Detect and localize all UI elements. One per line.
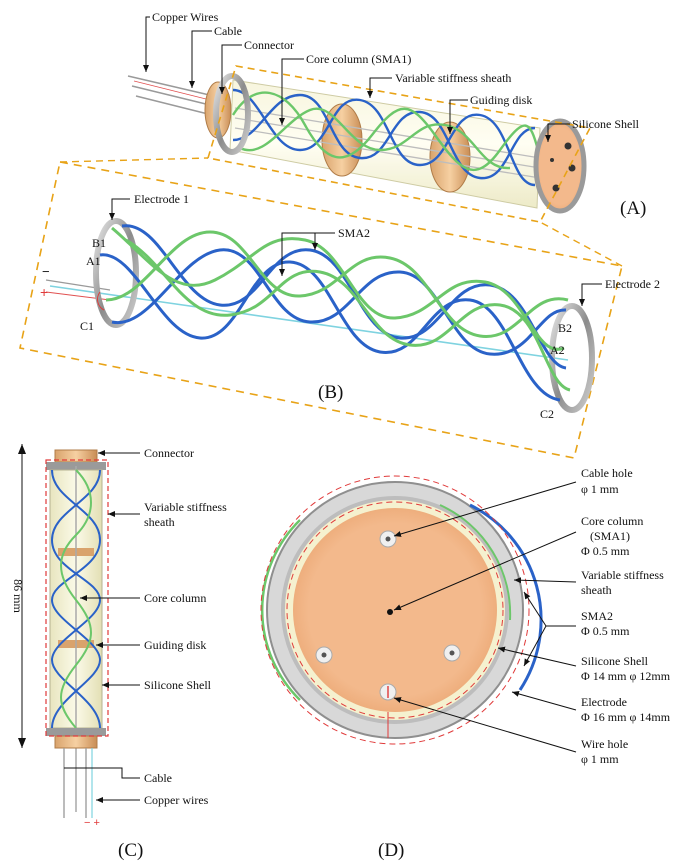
panel-b-electrode-1 [93,218,139,328]
label-electrode-1: Electrode 1 [134,192,189,206]
panel-a-sma2-blue-2 [232,93,536,180]
label-cable-hole-1: Cable hole [581,466,633,480]
label-silicone-shell-a: Silicone Shell [572,117,640,131]
panel-d-letter: (D) [378,840,404,861]
label-sheath-d-1: Variable stiffness [581,568,664,582]
label-core-column-a: Core column (SMA1) [306,52,411,66]
panel-d-cable-hole-right [443,644,461,662]
panel-c-sma2-blue [50,469,102,729]
label-electrode-d-1: Electrode [581,695,627,709]
panel-d-dashed-outer [260,475,530,745]
label-cable-hole-2: φ 1 mm [581,482,619,496]
label-electrode-d-2: Φ 16 mm φ 14mm [581,710,671,724]
label-wire-hole-1: Wire hole [581,737,628,751]
panel-b-letter: (B) [318,382,343,403]
panel-c-bottom-ring [46,728,106,736]
label-shell-d-1: Silicone Shell [581,654,649,668]
label-a2: A2 [550,343,565,357]
panel-a-hole-3 [552,184,560,192]
label-plus-b: + [40,284,48,300]
panel-b-angle-mark [97,291,105,311]
panel-b-link-right [539,221,623,267]
label-guiding-disk-a: Guiding disk [470,93,532,107]
label-copper-wires-a: Copper Wires [152,10,219,24]
label-sheath-d-2: sheath [581,583,612,597]
panel-a-silicone-shell-end [533,118,587,214]
panel-c-sma2-blue-2 [50,469,102,729]
label-core-d-1: Core column [581,514,643,528]
panel-c-sma2-green [60,469,92,729]
panel-c-dim-arrow-top [18,444,26,454]
panel-d-wire-hole [379,683,397,701]
label-polarity-c: − + [84,817,100,829]
panel-a-sma2-green [231,91,540,171]
label-silicone-shell-c: Silicone Shell [144,678,212,692]
label-c2: C2 [540,407,554,421]
panel-c: 86 mm − + [11,444,227,861]
panel-b-leaders [109,198,602,306]
panel-d-leaders [393,481,577,753]
panel-b-sma2-blue-2 [111,248,567,356]
panel-a-hole-4 [550,158,554,162]
label-sheath-c-2: sheath [144,515,175,529]
panel-d-dashed-inner [286,501,504,719]
label-connector-c: Connector [144,446,194,460]
panel-d-core-column [387,609,393,615]
panel-a-dashed-frame [206,65,592,223]
panel-a-hole-1 [564,142,572,150]
panel-a-sma2-green-2 [239,107,511,170]
label-electrode-2: Electrode 2 [605,277,660,291]
panel-a-copper-wire [133,80,215,102]
label-copper-wires-c: Copper wires [144,793,209,807]
panel-c-dim-arrow-bottom [18,738,26,748]
panel-a: Copper Wires Cable Connector Core column… [127,10,646,223]
label-minus-b: − [42,264,50,279]
panel-b-dashed-frame [19,161,623,459]
panel-a-cables [127,75,219,116]
label-a1: A1 [86,254,101,268]
panel-b-link-left [59,157,209,163]
panel-b-sma2-blue-1 [121,224,567,370]
label-sma2-d-2: Φ 0.5 mm [581,624,630,638]
label-core-d-2: (SMA1) [590,529,630,543]
label-core-column-c: Core column [144,591,206,605]
panel-b-sma2-green-1 [125,238,571,392]
label-wire-hole-2: φ 1 mm [581,752,619,766]
label-sma2-d-1: SMA2 [581,609,613,623]
label-shell-d-2: Φ 14 mm φ 12mm [581,669,671,683]
label-guiding-disk-c: Guiding disk [144,638,206,652]
panel-a-front-ring [213,73,251,155]
panel-c-bottom-connector [54,735,98,749]
label-dimension-86: 86 mm [11,579,25,613]
label-connector-a: Connector [244,38,294,52]
label-sma2-b: SMA2 [338,226,370,240]
label-cable-a: Cable [214,24,242,38]
panel-c-letter: (C) [118,840,143,861]
label-c1: C1 [80,319,94,333]
panel-c-cables [63,748,87,818]
label-core-d-3: Φ 0.5 mm [581,544,630,558]
panel-b-sma2-green-3 [111,226,565,351]
panel-b: Electrode 1 SMA2 Electrode 2 B1 A1 C1 B2… [19,157,660,459]
panel-c-leaders [64,450,140,803]
panel-b-lead-minus [45,279,111,291]
panel-a-leaders [143,16,570,142]
panel-a-letter: (A) [620,198,646,219]
panel-d-sma2-green-arc [260,519,301,701]
label-b2: B2 [558,321,572,335]
panel-d-cable-hole-left [315,646,333,664]
panel-d: Cable hole φ 1 mm Core column (SMA1) Φ 0… [260,466,671,861]
label-sheath-c-1: Variable stiffness [144,500,227,514]
panel-b-sma2-blue-3 [99,253,561,402]
panel-d-sma2-green-arc-2 [439,504,512,621]
panel-b-sma2-green-2 [105,230,569,338]
label-cable-c: Cable [144,771,172,785]
panel-d-cable-hole-top [379,530,397,548]
label-sheath-a: Variable stiffness sheath [395,71,511,85]
label-b1: B1 [92,236,106,250]
